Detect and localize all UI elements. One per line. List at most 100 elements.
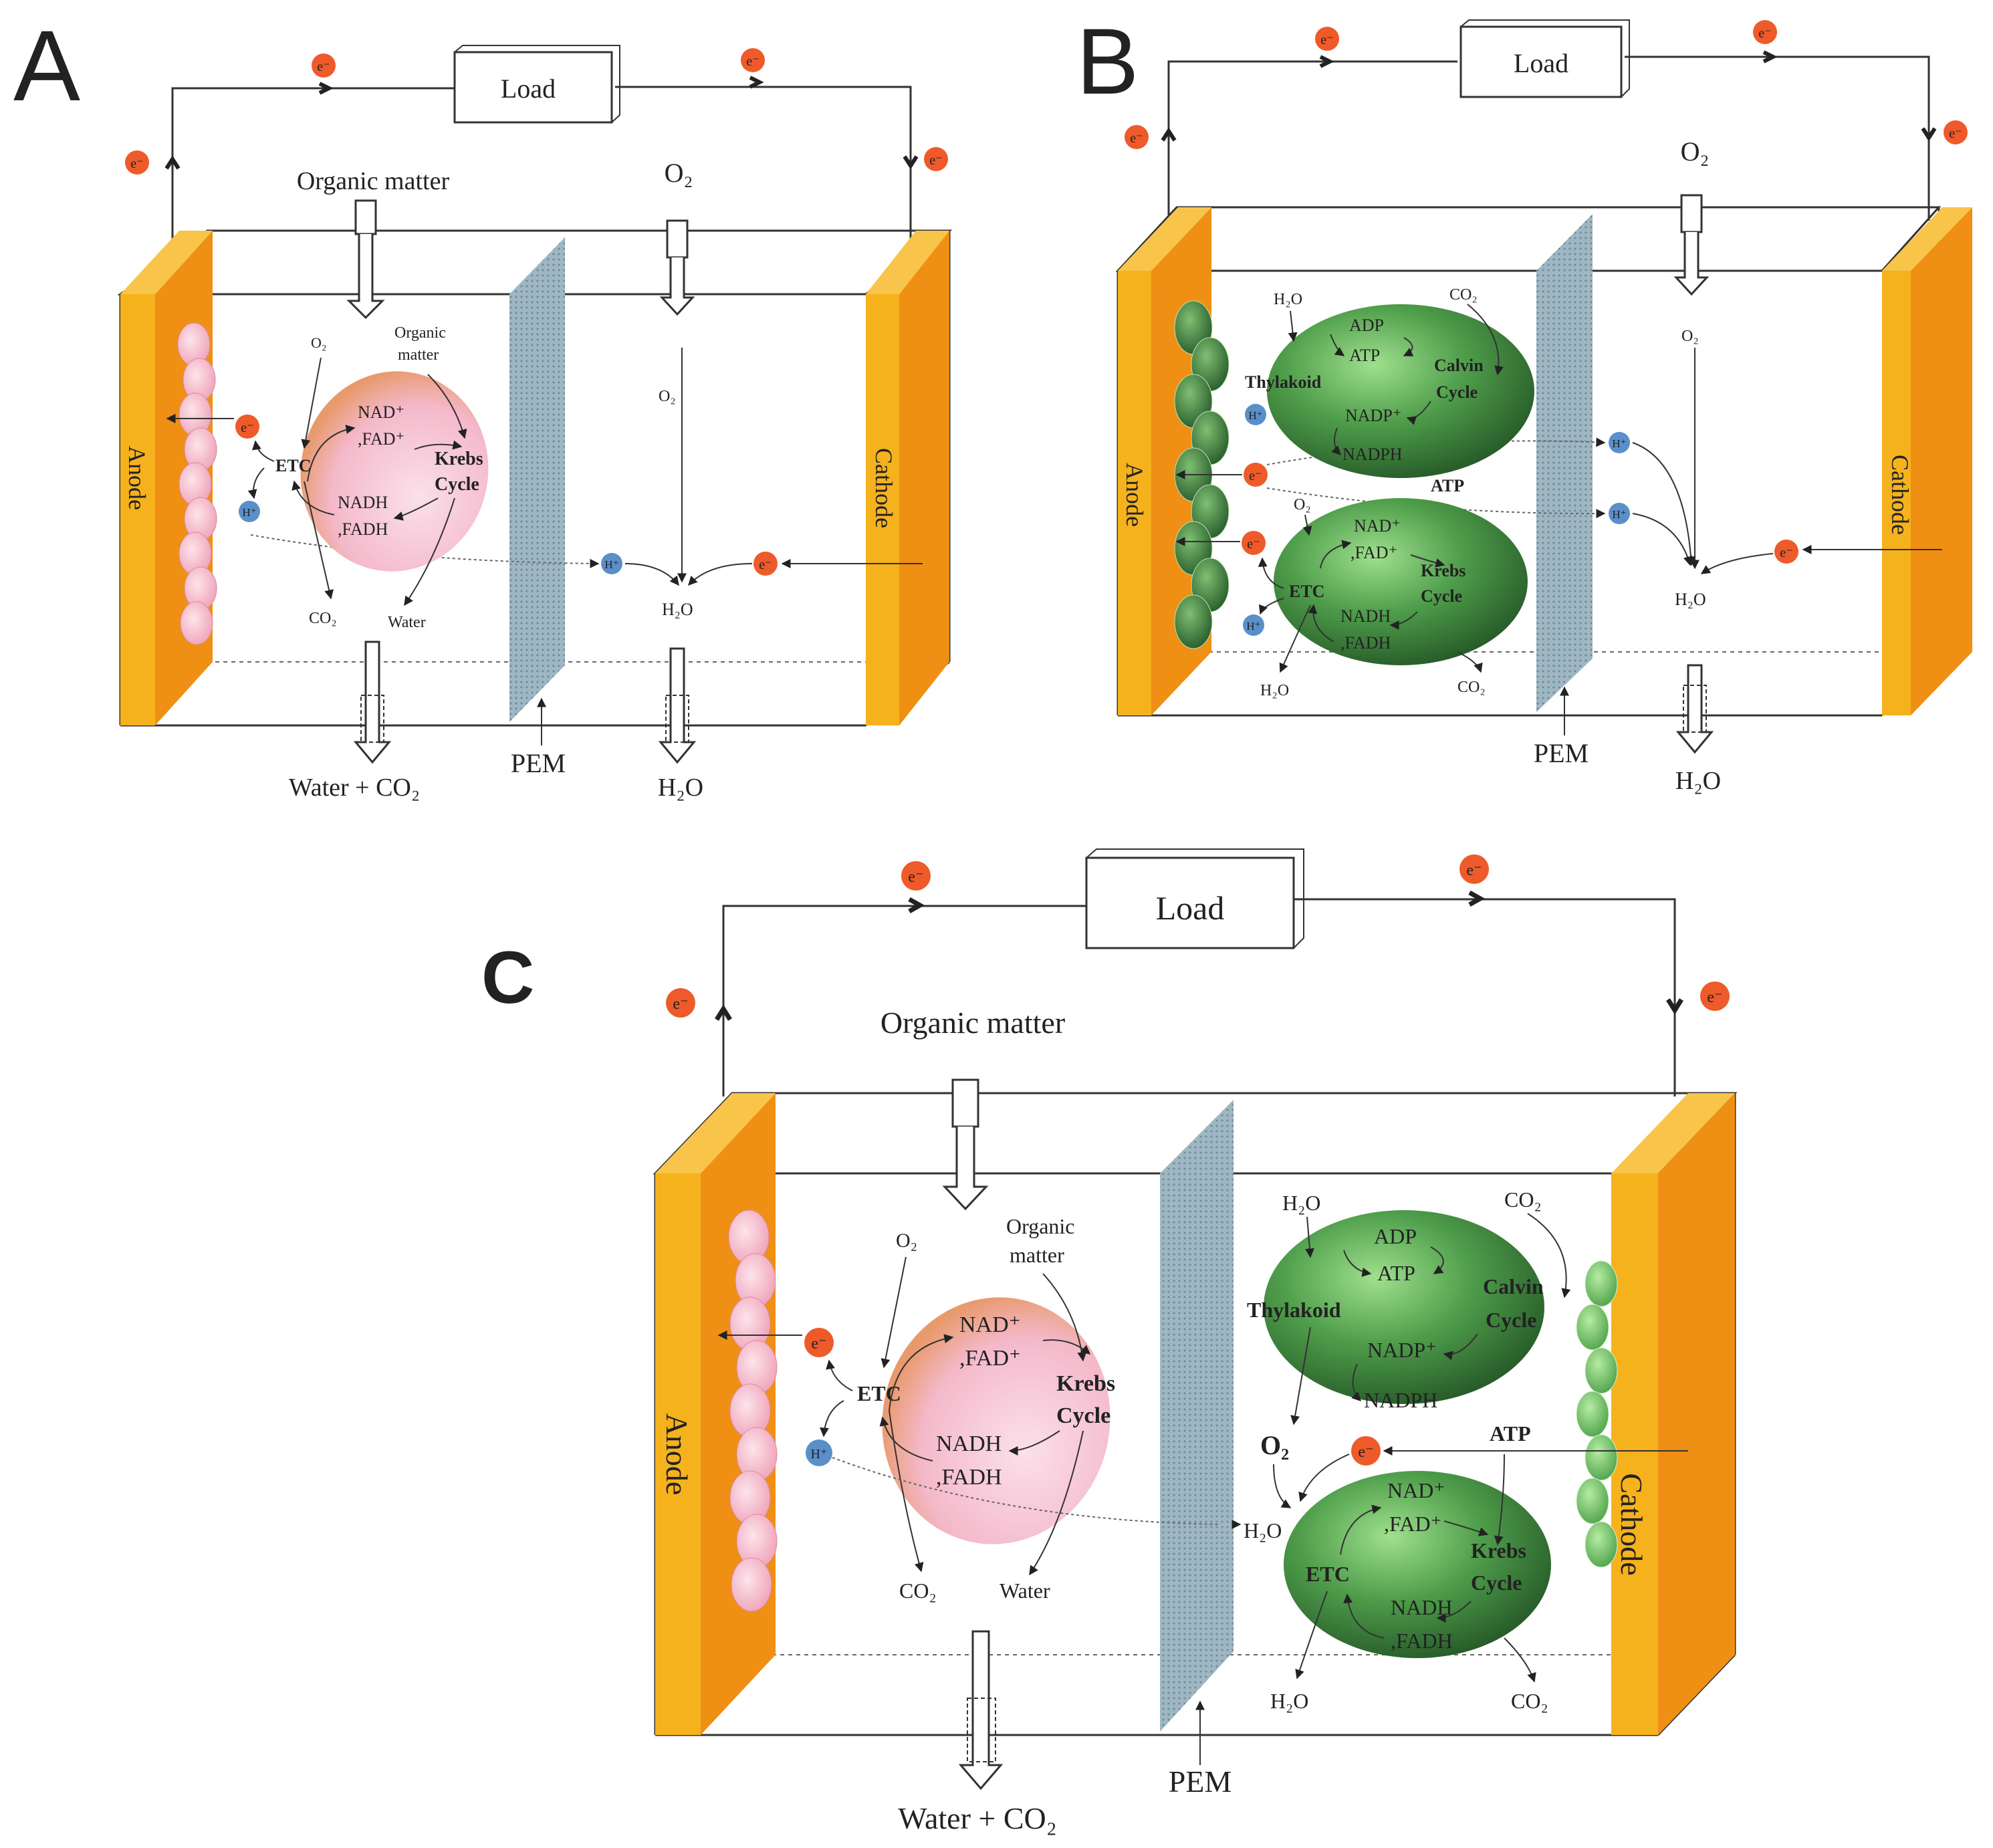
cell-co2: CO₂	[309, 610, 337, 627]
algae-calvin-2: Cycle	[1436, 382, 1478, 402]
algae-cell-top-c: H₂O CO₂ ADP ATP Thylakoid Calvin Cycle N…	[1247, 1187, 1571, 1425]
svg-text:H⁺: H⁺	[604, 558, 618, 571]
svg-text:e⁻: e⁻	[746, 54, 759, 69]
mid-atp: ATP	[1431, 476, 1464, 495]
load-label: Load	[1514, 48, 1568, 78]
svg-text:e⁻: e⁻	[1249, 469, 1262, 483]
algae-biofilm-b	[1174, 300, 1229, 649]
electron-icon: e⁻	[312, 53, 336, 78]
algae-co2: CO₂	[1449, 286, 1478, 304]
svg-text:e⁻: e⁻	[759, 558, 772, 572]
algae-fadh: ,FADH	[1340, 633, 1391, 653]
svg-text:e⁻: e⁻	[317, 60, 330, 74]
inflow-arrow-icon	[659, 219, 695, 316]
algae-etc: ETC	[1306, 1562, 1350, 1586]
cell-nad: NAD⁺	[358, 402, 404, 422]
algae-atp: ATP	[1349, 346, 1380, 365]
cell-krebs-1: Krebs	[1056, 1371, 1115, 1396]
bacterial-cell-c: O₂ Organic matter NAD⁺ ,FAD⁺ ETC Krebs C…	[857, 1214, 1115, 1603]
cathode-electrode-c: Cathode	[1611, 1093, 1735, 1735]
electron-icon: e⁻	[804, 1328, 834, 1357]
cell-water: Water	[1000, 1579, 1050, 1603]
mid-atp: ATP	[1490, 1421, 1531, 1446]
svg-text:e⁻: e⁻	[811, 1335, 826, 1353]
pem-label: PEM	[1534, 738, 1589, 768]
cell-organic-2: matter	[1010, 1243, 1064, 1267]
electron-icon: e⁻	[1459, 854, 1489, 884]
chamber-box-b	[1115, 206, 1942, 717]
algae-co2: CO₂	[1511, 1689, 1548, 1713]
pem-membrane-b	[1536, 214, 1593, 712]
wire-c	[722, 905, 1086, 1096]
panel-a: A Load e⁻ e⁻ e⁻ e⁻	[13, 9, 953, 802]
cell-etc: ETC	[857, 1381, 901, 1405]
cell-nadh: NADH	[338, 493, 388, 512]
algae-cell-bottom-c: NAD⁺ ,FAD⁺ ETC Krebs Cycle NADH ,FADH H₂…	[1270, 1454, 1551, 1713]
panel-letter-c: C	[481, 937, 534, 1019]
outflow-arrow-icon	[1675, 664, 1714, 754]
algae-calvin-1: Calvin	[1434, 356, 1484, 375]
wire-b	[1167, 60, 1457, 221]
cell-o2: O₂	[311, 334, 327, 351]
algae-calvin-2: Cycle	[1486, 1308, 1536, 1332]
electron-icon: e⁻	[666, 988, 695, 1018]
cell-nadh: NADH	[936, 1431, 1002, 1456]
inflow-arrow-icon	[942, 1078, 989, 1211]
electron-icon: e⁻	[753, 552, 778, 576]
load-box-a: Load	[453, 45, 620, 124]
wire-a	[171, 87, 455, 247]
cell-nad: NAD⁺	[959, 1312, 1021, 1337]
outlet-h2o: H₂O	[658, 774, 703, 802]
cell-etc: ETC	[275, 456, 311, 475]
panel-b: B Load e⁻ e⁻ e⁻ e⁻ Anode	[1076, 9, 1972, 795]
svg-text:e⁻: e⁻	[1247, 537, 1260, 552]
electron-icon: e⁻	[901, 861, 931, 891]
electron-icon: e⁻	[1315, 27, 1339, 51]
proton-icon: H⁺	[601, 553, 622, 574]
algae-krebs-2: Cycle	[1421, 586, 1462, 606]
load-label: Load	[501, 74, 556, 104]
anode-label: Anode	[124, 446, 150, 510]
algae-etc: ETC	[1289, 582, 1324, 601]
proton-icon: H⁺	[1243, 614, 1264, 636]
cathode-electrode-b: Cathode	[1882, 207, 1972, 715]
electron-icon: e⁻	[1351, 1436, 1381, 1466]
inlet-organic-matter: Organic matter	[297, 167, 450, 195]
algae-atp: ATP	[1377, 1261, 1415, 1285]
inlet-o2: O₂	[665, 158, 693, 188]
svg-text:e⁻: e⁻	[241, 421, 253, 435]
outlet-water-co2: Water + CO₂	[898, 1801, 1057, 1835]
outlet-water-co2: Water + CO₂	[289, 774, 420, 802]
cell-fadh: ,FADH	[936, 1465, 1002, 1490]
algae-h2o: H₂O	[1282, 1191, 1320, 1215]
cell-o2: O₂	[896, 1230, 917, 1252]
electron-icon: e⁻	[1774, 540, 1798, 564]
pem-label: PEM	[511, 748, 566, 778]
anode-label: Anode	[1121, 463, 1148, 527]
electron-icon: e⁻	[125, 150, 149, 175]
algae-h2o: H₂O	[1270, 1689, 1308, 1713]
electron-icon: e⁻	[1700, 981, 1730, 1011]
algae-fad: ,FAD⁺	[1384, 1512, 1442, 1536]
algae-co2: CO₂	[1504, 1187, 1542, 1211]
algae-nadh: NADH	[1391, 1595, 1452, 1619]
algae-nadp: NADP⁺	[1367, 1338, 1437, 1362]
proton-icon: H⁺	[1609, 432, 1630, 453]
panel-c: C Load e⁻ e⁻ e⁻ e⁻ Anode	[481, 848, 1738, 1835]
proton-icon: H⁺	[1245, 404, 1266, 425]
load-label: Load	[1156, 889, 1225, 927]
proton-icon: H⁺	[806, 1439, 832, 1466]
svg-text:H⁺: H⁺	[242, 506, 256, 519]
svg-text:e⁻: e⁻	[1130, 131, 1143, 146]
cell-krebs-2: Cycle	[435, 474, 479, 495]
outflow-arrow-icon	[958, 1630, 1004, 1791]
svg-text:e⁻: e⁻	[929, 153, 942, 168]
electron-icon: e⁻	[924, 147, 948, 171]
algae-nadph: NADPH	[1364, 1388, 1437, 1412]
svg-text:e⁻: e⁻	[1707, 989, 1722, 1006]
mid-o2: O₂	[1260, 1430, 1289, 1460]
svg-text:e⁻: e⁻	[1320, 33, 1333, 47]
panel-letter-b: B	[1076, 9, 1139, 114]
svg-text:e⁻: e⁻	[908, 869, 923, 886]
cathode-label: Cathode	[1615, 1473, 1649, 1575]
